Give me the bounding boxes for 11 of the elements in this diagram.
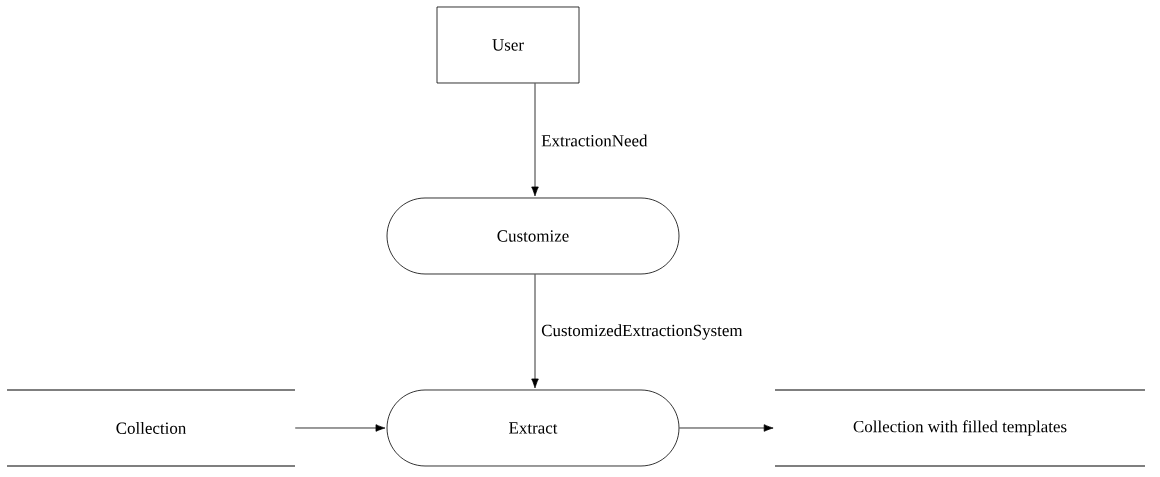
data-store: Collection bbox=[6, 389, 296, 467]
process-box: User bbox=[436, 6, 580, 84]
arrow bbox=[531, 83, 539, 197]
process-stadium: Customize bbox=[386, 197, 680, 275]
process-stadium: Extract bbox=[386, 389, 680, 467]
edge-label: ExtractionNeed bbox=[539, 132, 650, 149]
arrow bbox=[679, 424, 774, 432]
arrow bbox=[531, 274, 539, 389]
edge-label: CustomizedExtractionSystem bbox=[539, 322, 745, 342]
data-store: Collection with filled templates bbox=[774, 389, 1146, 467]
arrow bbox=[294, 424, 386, 432]
